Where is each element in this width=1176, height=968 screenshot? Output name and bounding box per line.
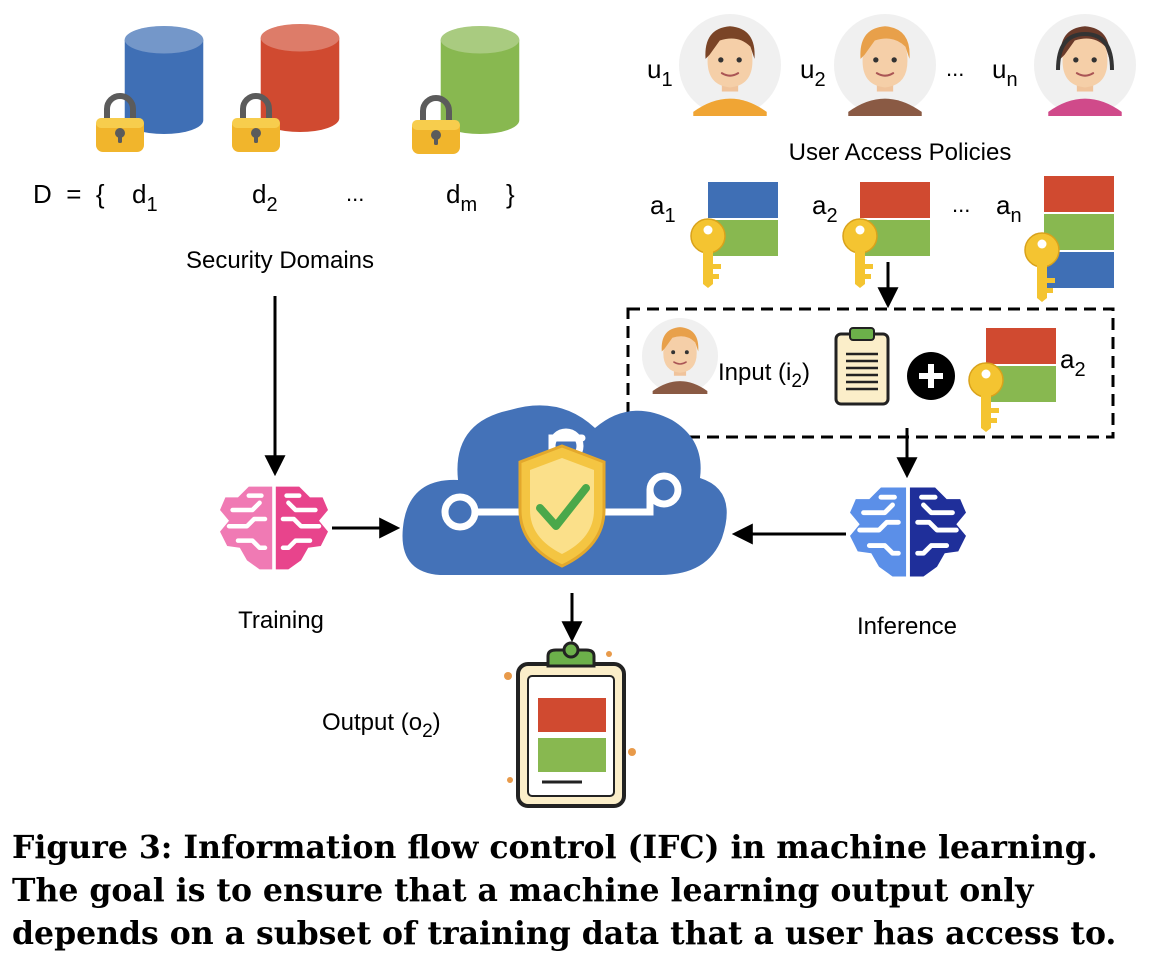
plus-icon [907, 352, 955, 400]
output-block-red [538, 698, 606, 732]
query-policy-label: a2 [1060, 344, 1086, 381]
input-document-icon [834, 326, 890, 406]
training-brain-icon [220, 487, 328, 570]
check-icon [536, 484, 590, 530]
policy-a2-block-red [860, 182, 930, 218]
policy-an-block-red [1044, 176, 1114, 212]
user-avatar-query [642, 318, 718, 394]
user-access-policies-label: User Access Policies [789, 139, 1012, 166]
policy-label-an: an [996, 190, 1022, 227]
user-label-u1: u1 [647, 54, 673, 91]
ifc-diagram: D = { d1 d2 ... dm } Security Domains u1… [33, 14, 1136, 808]
query-policy-block-red [986, 328, 1056, 364]
policy-label-a2: a2 [812, 190, 838, 227]
policy-a1-block-blue [708, 182, 778, 218]
domain-label-d2: d2 [252, 179, 278, 216]
domain-ellipsis: ... [346, 181, 364, 206]
inference-brain-icon [850, 488, 966, 577]
database-icon-dm [440, 26, 520, 134]
domain-set-prefix: D = { [33, 179, 105, 209]
user-avatar-un [1034, 14, 1136, 116]
training-label: Training [238, 607, 324, 634]
policy-ellipsis: ... [952, 192, 970, 217]
database-icon-d1 [124, 26, 204, 134]
output-block-green [538, 738, 606, 772]
user-avatar-u2 [834, 14, 936, 116]
figure-caption-text: Information flow control (IFC) in machin… [12, 829, 1117, 952]
shield-icon [518, 444, 606, 568]
input-label: Input (i2) [718, 359, 810, 392]
query-box [626, 307, 1115, 439]
user-label-u2: u2 [800, 54, 826, 91]
headset-icon [1056, 31, 1114, 71]
figure-caption-label: Figure 3: [12, 829, 173, 866]
security-domains-label: Security Domains [186, 247, 374, 274]
domain-set-suffix: } [506, 179, 515, 209]
user-ellipsis: ... [946, 56, 964, 81]
inference-label: Inference [857, 613, 957, 640]
figure-caption: Figure 3: Information flow control (IFC)… [12, 826, 1170, 955]
domain-label-dm: dm [446, 179, 477, 216]
database-icon-d2 [260, 24, 340, 132]
user-label-un: un [992, 54, 1018, 91]
output-label: Output (o2) [322, 709, 441, 742]
user-avatar-u1 [679, 14, 781, 116]
policy-label-a1: a1 [650, 190, 676, 227]
domain-label-d1: d1 [132, 179, 158, 216]
sparkle-decorations [504, 651, 636, 783]
